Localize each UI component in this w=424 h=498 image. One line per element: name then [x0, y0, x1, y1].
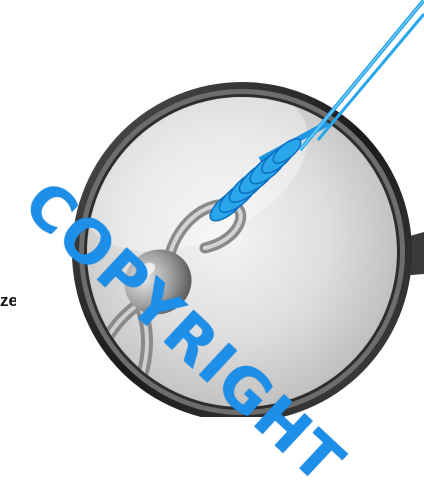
fishing-line	[300, 0, 424, 150]
magnifier-illustration	[0, 0, 424, 417]
partial-caption-text: ze	[0, 292, 16, 309]
